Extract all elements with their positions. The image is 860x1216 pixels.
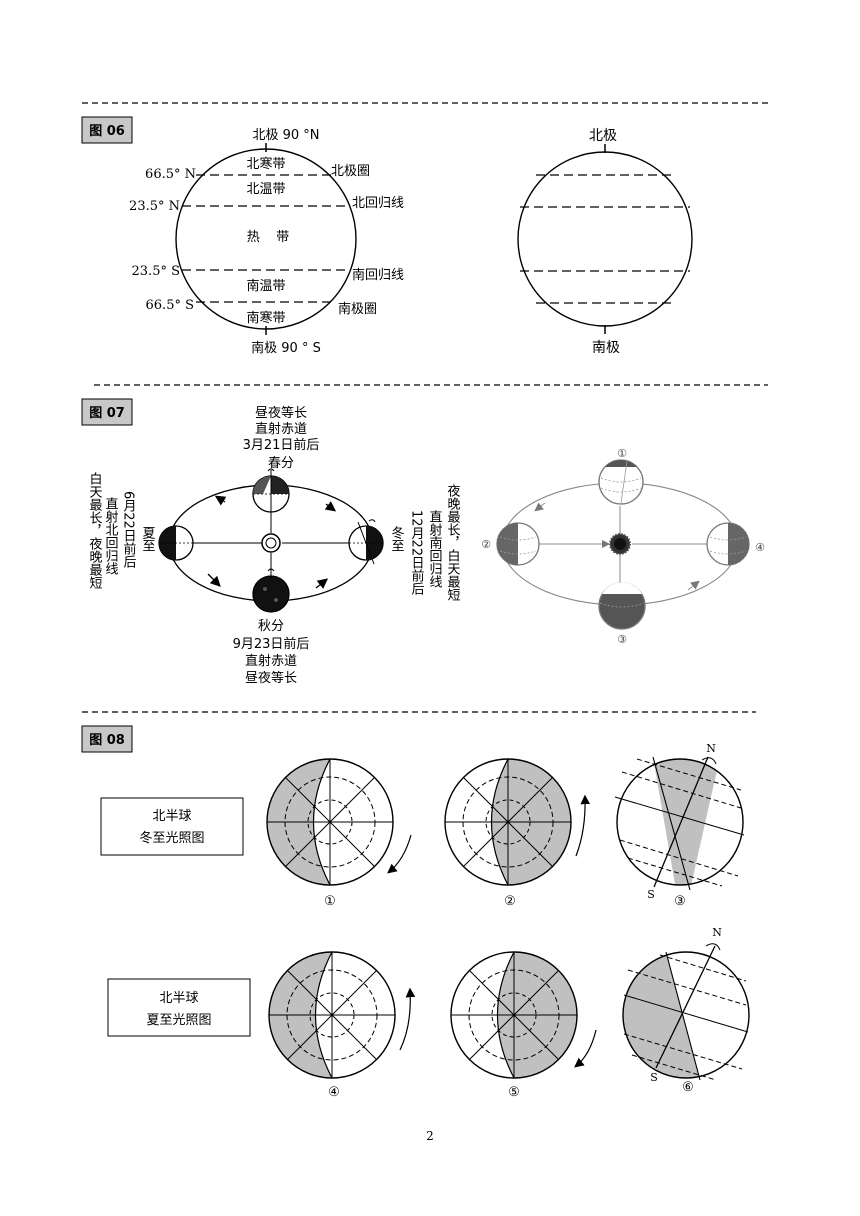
earth-1-icon [598,459,644,505]
fig07-label-badge: 图 07 [81,398,133,426]
earth-autumn-icon [252,568,290,613]
tropic-capricorn-label: 南回归线 [352,267,404,283]
summer-box-line-2: 夏至光照图 [146,1013,211,1028]
winter-box-line-1: 北半球 [152,809,191,824]
diagram-2-number: ② [504,894,516,909]
fig06-left-globe: 北极 90 °N 南极 90 ° S 66.5° N 23.5° N 23.5°… [129,128,404,356]
diagram-4-number: ④ [328,1085,340,1100]
south-pole-label: 南极 90 ° S [251,340,321,356]
summer-desc: 白天最长，夜晚最短 [87,471,103,589]
marker-4: ④ [755,541,765,554]
page-number: 2 [426,1129,434,1143]
illumination-diagram-6: N S ⑥ [622,926,750,1095]
summer-direct: 直射北回归线 [103,497,119,575]
north-temperate-zone: 北温带 [246,182,285,197]
autumn-line-1: 秋分 [258,619,284,634]
autumn-line-2: 9月23日前后 [233,636,310,652]
earth-3-icon [598,582,646,630]
diagram-6-south: S [650,1071,658,1084]
winter-desc: 夜晚最长，白天最短 [445,484,461,601]
spring-line-4: 春分 [268,456,294,471]
tropic-cancer-label: 北回归线 [352,196,404,211]
diagram-3-number: ③ [674,894,686,909]
illumination-diagram-1: ① [266,758,412,909]
diagram-5-number: ⑤ [508,1085,520,1100]
winter-illumination-box: 北半球 冬至光照图 [100,797,244,856]
diagram-6-north: N [712,926,722,939]
earth-4-icon [706,522,750,566]
north-frigid-zone: 北寒带 [246,156,285,172]
fig06-right-globe: 北极 南极 [517,128,693,356]
lat-235n-label: 23.5° N [129,199,180,214]
marker-2: ② [481,538,491,551]
summer-box-line-1: 北半球 [159,991,198,1006]
lat-235s-label: 23.5° S [132,264,180,279]
right-north-pole-label: 北极 [589,128,617,144]
earth-spring-icon [252,468,290,518]
illumination-diagram-4: ④ [268,951,416,1100]
right-south-pole-label: 南极 [592,340,620,356]
lat-665n-label: 66.5° N [145,167,196,182]
south-temperate-zone: 南温带 [246,278,285,294]
illumination-diagram-2: ② [444,758,591,909]
lat-665s-label: 66.5° S [146,298,194,313]
tropical-zone: 热 带 [247,230,290,245]
fig07-right-orbit-diagram: ① ② ③ ④ [481,447,765,646]
spring-line-3: 3月21日前后 [243,437,320,453]
diagram-3-south: S [647,888,655,901]
antarctic-circle-label: 南极圈 [338,301,377,317]
winter-name: 冬至 [389,525,405,552]
spring-line-1: 昼夜等长 [255,405,307,421]
summer-name: 夏至 [140,526,156,552]
fig07-label: 图 07 [89,406,125,421]
winter-box-line-2: 冬至光照图 [139,830,204,846]
fig08-label: 图 08 [89,733,125,748]
autumn-line-3: 直射赤道 [245,653,297,669]
illumination-diagram-3: N S ③ [614,742,745,909]
spring-line-2: 直射赤道 [255,421,307,437]
winter-date: 12月22日前后 [409,510,425,596]
earth-summer-icon [158,525,194,561]
diagram-3-north: N [706,742,716,755]
south-frigid-zone: 南寒带 [246,310,285,326]
diagram-6-number: ⑥ [682,1080,694,1095]
north-pole-label: 北极 90 °N [252,128,319,143]
summer-illumination-box: 北半球 夏至光照图 [107,978,251,1037]
fig06-label: 图 06 [89,124,125,139]
fig06-label-badge: 图 06 [81,116,133,144]
diagram-1-number: ① [324,894,336,909]
earth-winter-icon [348,519,384,565]
arctic-circle-label: 北极圈 [331,164,370,179]
earth-2-icon [496,522,540,566]
summer-date: 6月22日前后 [121,491,137,568]
winter-direct: 直射南回归线 [427,510,443,588]
marker-3: ③ [617,633,627,646]
fig08-label-badge: 图 08 [81,725,133,753]
illumination-diagram-5: ⑤ [450,951,597,1100]
fig07-left-orbit-diagram: 昼夜等长 直射赤道 3月21日前后 春分 秋分 9月23日前后 直射赤道 昼夜等… [87,405,461,686]
autumn-line-4: 昼夜等长 [245,670,297,686]
marker-1: ① [617,447,627,460]
